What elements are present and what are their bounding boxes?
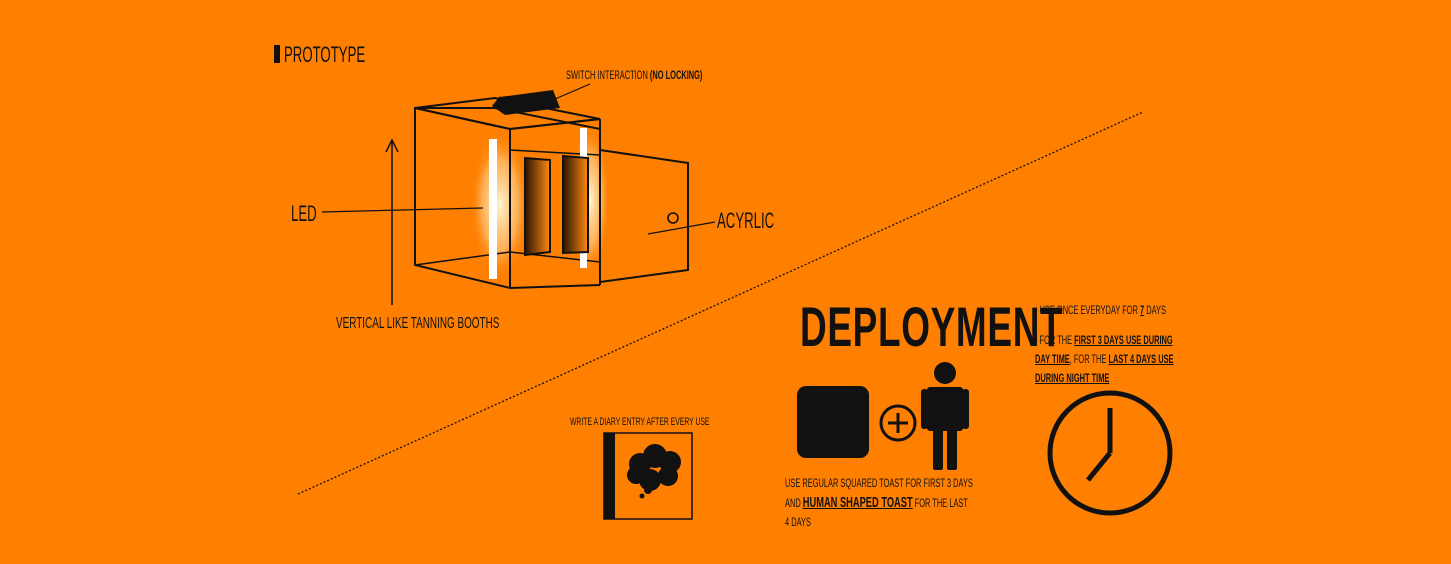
acrylic-label: ACYRLIC [717,208,775,233]
prototype-heading-marker [274,45,280,63]
toast-caption-and: AND [785,496,803,510]
deploy-note-1: - USE ONCE EVERYDAY FOR 7 DAYS [1035,303,1166,317]
led-strip-left [489,139,497,279]
thought-cloud-icon [627,444,681,499]
toast-caption-line3: 4 DAYS [785,515,811,529]
toast-slot-right [562,154,589,255]
toast-caption-last: FOR THE LAST [912,496,968,510]
switch-label: SWITCH INTERACTION (NO LOCKING) [566,68,702,82]
deploy-note-2: - FOR THE FIRST 3 DAYS USE DURING DAY TI… [1035,331,1174,388]
led-label: LED [291,201,317,226]
human-toast-icon [921,362,969,470]
deployment-heading: DEPLOYMENT [800,295,1064,358]
switch-label-text: SWITCH INTERACTION [566,68,648,82]
note2-text: - FOR THE [1035,333,1075,347]
note2-night-time: DURING NIGHT TIME [1035,371,1110,385]
note1-text: - USE ONCE EVERYDAY FOR [1035,303,1141,317]
toast-caption-human: HUMAN SHAPED TOAST [802,494,913,511]
note2-last-days: LAST 4 DAYS USE [1108,352,1174,366]
note1-days: 7 [1140,303,1145,317]
note2-mid: , FOR THE [1069,352,1109,366]
vertical-label: VERTICAL LIKE TANNING BOOTHS [336,315,500,332]
switch-icon [500,90,560,115]
plus-icon [879,404,917,442]
clock-icon [1047,390,1173,516]
prototype-box [414,96,689,290]
note2-first-days: FIRST 3 DAYS USE DURING [1074,333,1173,347]
toast-slot-left [524,156,551,257]
prototype-heading: PROTOTYPE [284,42,366,67]
door-knob-icon [667,212,679,224]
separator-line [297,111,1144,495]
square-toast-icon [797,386,869,458]
switch-label-bold: (NO LOCKING) [649,68,703,82]
diary-notebook-icon [603,432,693,520]
note1-tail: DAYS [1144,303,1166,317]
diary-label: WRITE A DIARY ENTRY AFTER EVERY USE [570,416,710,428]
toast-caption-line1: USE REGULAR SQUARED TOAST FOR FIRST 3 DA… [785,476,973,490]
toast-caption: USE REGULAR SQUARED TOAST FOR FIRST 3 DA… [785,474,973,532]
note2-day-time: DAY TIME [1035,352,1070,366]
